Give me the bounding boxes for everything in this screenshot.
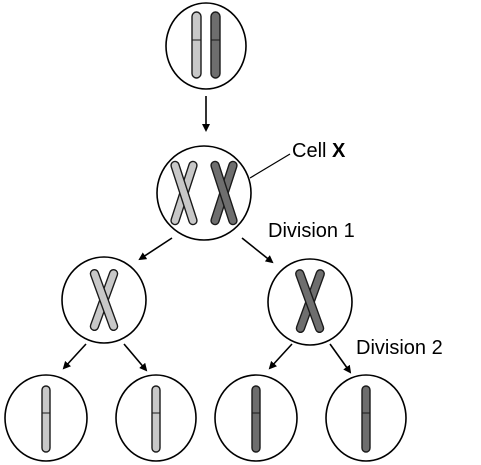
cell-x — [156, 145, 252, 241]
cell-x-dark-pair — [210, 160, 238, 226]
arrow-division2-right-a — [268, 343, 293, 370]
parent-light-chromosome — [191, 11, 202, 79]
arrow-division1-right — [241, 237, 274, 264]
arrow-division2-left-a — [62, 343, 87, 370]
division-2-label: Division 2 — [356, 337, 443, 359]
parent-cell — [165, 2, 247, 90]
cell-x-label: Cell X — [292, 140, 346, 162]
gamete-cell-2 — [115, 374, 197, 462]
daughter-cell-left — [61, 256, 147, 344]
arrow-division1-left — [138, 237, 173, 261]
daughter-cell-right — [267, 258, 353, 346]
cell-x-leader-line — [249, 153, 291, 179]
parent-dark-chromosome — [210, 11, 221, 79]
cell-x-light-pair — [170, 160, 198, 226]
arrow-division2-left-b — [123, 343, 148, 372]
division-1-label: Division 1 — [268, 220, 355, 242]
arrow-division2-right-b — [329, 343, 352, 374]
gamete-cell-4 — [325, 374, 407, 462]
gamete-cell-1 — [4, 374, 88, 462]
gamete-cell-3 — [214, 374, 298, 462]
